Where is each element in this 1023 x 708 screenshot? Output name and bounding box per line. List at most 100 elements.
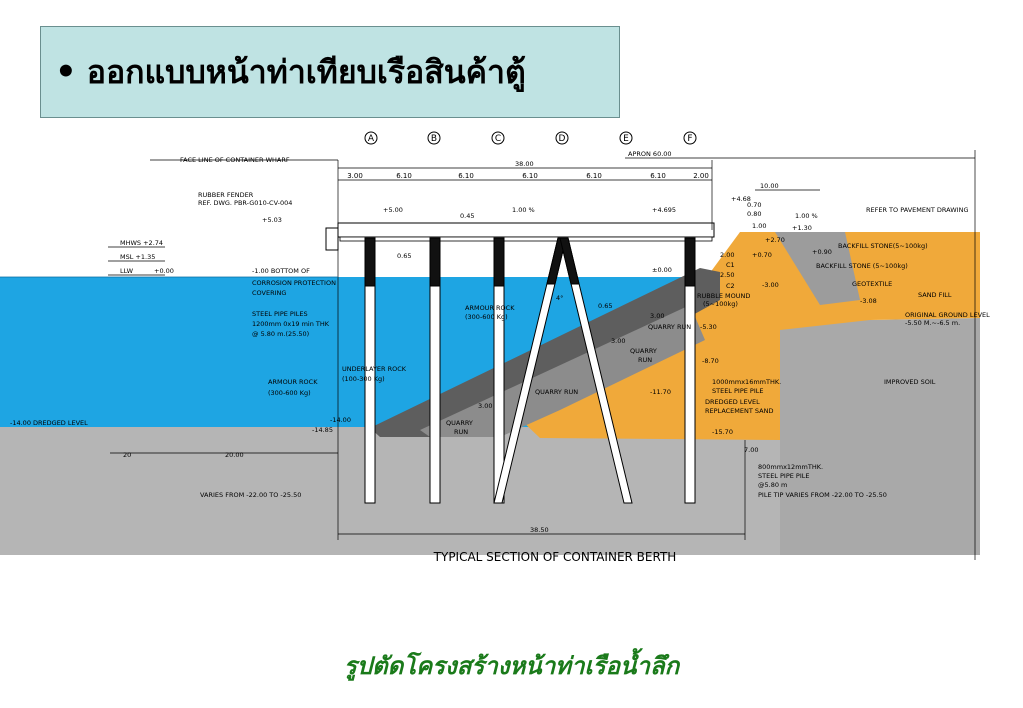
grid-b-label: B	[431, 134, 437, 144]
label-dim-080: 0.80	[747, 210, 761, 218]
label-lvl-530: -5.30	[700, 323, 717, 331]
label-corrosion-3: COVERING	[252, 289, 286, 297]
dimension-lines	[110, 150, 976, 560]
label-c1: C1	[726, 261, 735, 269]
label-llw: LLW	[120, 267, 134, 275]
label-lvl-090: +0.90	[812, 248, 832, 256]
improved-soil	[780, 318, 980, 555]
label-rubble-2: (5~100kg)	[703, 300, 738, 308]
grid-f-label: F	[687, 134, 692, 144]
label-lvl-1170: -11.70	[650, 388, 671, 396]
label-quarry: QUARRY	[630, 347, 657, 355]
label-dim-10: 10.00	[760, 182, 779, 190]
span-dimensions: 3.00 6.10 6.10 6.10 6.10 6.10 2.00	[347, 172, 709, 180]
label-lvl-270: +2.70	[765, 236, 785, 244]
label-dim-2000: 20.00	[225, 451, 244, 459]
label-msl: MSL +1.35	[120, 253, 155, 261]
grid-f-circle	[683, 131, 697, 145]
label-corrosion-1: -1.00 BOTTOM OF	[252, 267, 310, 275]
label-backfill-2: BACKFILL STONE (5~100kg)	[816, 262, 908, 270]
label-pile-800-3: @5.80 m	[758, 481, 787, 489]
grid-c-label: C	[495, 134, 501, 144]
pile-b-cover	[429, 237, 441, 287]
label-original-2: -5.50 M.~-6.5 m.	[905, 319, 960, 327]
label-geotextile: GEOTEXTILE	[852, 280, 892, 288]
label-underlayer-2: (100-300 Kg)	[342, 375, 385, 383]
label-dim-20: 20	[123, 451, 131, 459]
label-run: RUN	[638, 356, 652, 364]
label-lvl-1570: -15.70	[712, 428, 733, 436]
label-steel-pipe-2: 1200mm 0x19 min THK	[252, 320, 330, 328]
water-level-markers	[0, 246, 338, 278]
label-rubber-fender-1: RUBBER FENDER	[198, 191, 254, 199]
berth-section-drawing: A B C D E F 3.00 6.10 6.10 6.10 6.10 6.1…	[0, 131, 990, 564]
sand-fill	[500, 232, 980, 440]
slide-caption: รูปตัดโครงสร้างหน้าท่าเรือน้ำลึก	[343, 651, 680, 680]
label-dim-700: 7.00	[744, 446, 758, 454]
label-llw-value: +0.00	[154, 267, 174, 275]
label-armour-left-1: ARMOUR ROCK	[268, 378, 318, 386]
label-corrosion-2: CORROSION PROTECTION	[252, 279, 336, 287]
deck-beams	[339, 236, 713, 242]
wharf-deck	[337, 222, 715, 238]
label-dim-250: 2.50	[720, 271, 734, 279]
backfill-stone	[775, 232, 860, 305]
label-quarry-2: QUARRY	[446, 419, 473, 427]
label-apron: APRON 60.00	[628, 150, 672, 158]
pile-a-cover	[364, 237, 376, 287]
grid-e-circle	[619, 131, 633, 145]
grid-e-label: E	[623, 134, 629, 144]
raked-pile-2-cover	[559, 237, 580, 285]
label-lvl-870: -8.70	[702, 357, 719, 365]
label-lvl-1485: -14.85	[312, 426, 333, 434]
label-underlayer-1: UNDERLAYER ROCK	[342, 365, 407, 373]
label-pile-1000-2: STEEL PIPE PILE	[712, 387, 764, 395]
label-lvl-300: -3.00	[762, 281, 779, 289]
label-dim-300-c: 3.00	[478, 402, 492, 410]
label-rubber-fender-2: REF. DWG. PBR-G010-CV-004	[198, 199, 292, 207]
label-refer-pavement: REFER TO PAVEMENT DRAWING	[866, 206, 969, 214]
label-dim-200: 2.00	[720, 251, 734, 259]
title-box: • ออกแบบหน้าท่าเทียบเรือสินค้าตู้	[40, 26, 620, 118]
pile-f-cover	[684, 237, 696, 287]
grid-d-label: D	[559, 134, 566, 144]
label-armour-left-2: (300-600 Kg)	[268, 389, 311, 397]
label-dim-100: 1.00	[752, 222, 766, 230]
label-pile-1000-1: 1000mmx16mmTHK.	[712, 378, 781, 386]
label-steel-pipe-3: @ 5.80 m.(25.50)	[252, 330, 309, 338]
label-dim-300-b: 3.00	[611, 337, 625, 345]
label-sand-fill: SAND FILL	[918, 291, 952, 299]
label-slope-right: 1.00 %	[795, 212, 818, 220]
label-rubble-1: RUBBLE MOUND	[697, 292, 750, 300]
label-quarry-run-2: QUARRY RUN	[535, 388, 578, 396]
label-dim-070: 0.70	[747, 201, 761, 209]
underlayer-rock	[420, 305, 705, 437]
label-pile-800-1: 800mmx12mmTHK.	[758, 463, 823, 471]
label-deck-level: +5.03	[262, 216, 282, 224]
span-5: 6.10	[586, 172, 602, 180]
label-deck-right: +4.695	[652, 206, 676, 214]
span-2: 6.10	[396, 172, 412, 180]
drawing-title: TYPICAL SECTION OF CONTAINER BERTH	[433, 550, 677, 564]
label-dim-045: 0.45	[460, 212, 474, 220]
grid-a-label: A	[368, 134, 375, 144]
label-backfill-1: BACKFILL STONE(5~100kg)	[838, 242, 928, 250]
armour-rock-slope	[370, 268, 720, 437]
rubber-fender	[325, 227, 339, 251]
label-lvl-070: +0.70	[752, 251, 772, 259]
label-deck-top: +5.00	[383, 206, 403, 214]
grid-b-circle	[427, 131, 441, 145]
label-dim-065b: 0.65	[598, 302, 612, 310]
pile-c-cover	[493, 237, 505, 287]
label-total-width: 38.00	[515, 160, 534, 168]
label-dim-065: 0.65	[397, 252, 411, 260]
grid-bubbles: A B C D E F	[364, 131, 697, 145]
label-original-1: ORIGINAL GROUND LEVEL	[905, 311, 990, 319]
label-bottom-width: 38.50	[530, 526, 549, 534]
label-lvl-308: -3.08	[860, 297, 877, 305]
grid-d-circle	[555, 131, 569, 145]
label-pile-tip: PILE TIP VARIES FROM -22.00 TO -25.50	[758, 491, 887, 499]
slide-title: ออกแบบหน้าท่าเทียบเรือสินค้าตู้	[86, 52, 526, 91]
label-angle: 4°	[556, 294, 563, 302]
label-run-2: RUN	[454, 428, 468, 436]
